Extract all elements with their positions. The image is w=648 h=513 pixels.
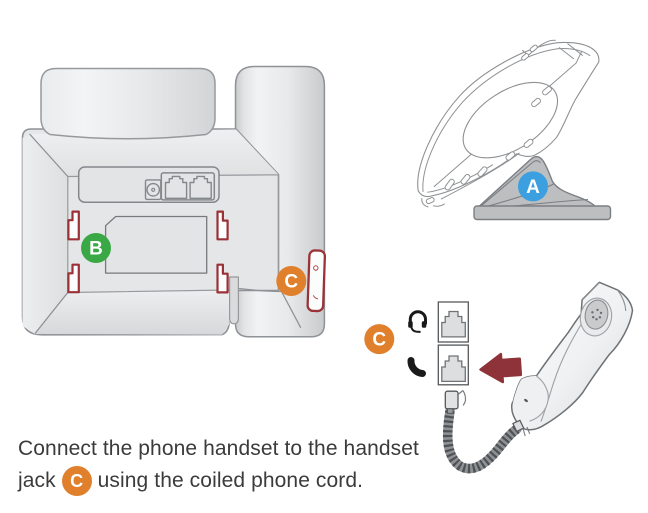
svg-text:C: C [372, 330, 386, 351]
svg-text:B: B [89, 239, 103, 260]
svg-text:A: A [526, 177, 540, 198]
svg-text:C: C [284, 272, 298, 293]
